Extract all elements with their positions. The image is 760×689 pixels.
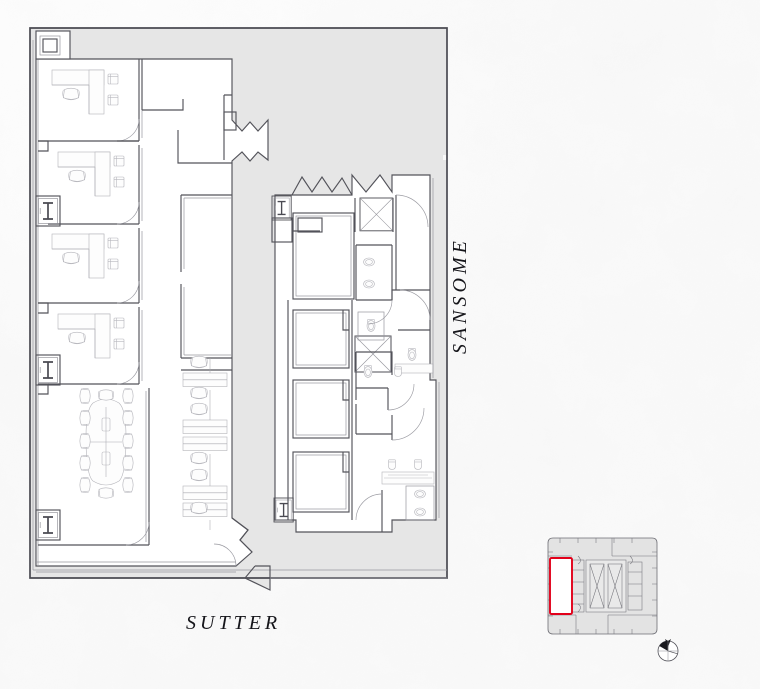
corner-shaft [35, 30, 71, 60]
private-office-3 [38, 228, 143, 304]
restroom-lower [355, 348, 435, 532]
elevator-bank [354, 197, 394, 373]
corridor-partitions [141, 59, 237, 371]
building-core [271, 173, 440, 533]
suite-entry [213, 517, 253, 567]
north-arrow-icon [657, 639, 679, 662]
street-label-sutter: SUTTER [186, 612, 282, 634]
street-label-sansome: SANSOME [449, 237, 471, 354]
key-plan-highlight [549, 557, 573, 615]
slab-notch-south [36, 565, 447, 591]
private-office-2 [38, 140, 143, 225]
key-plan [547, 537, 679, 662]
conference-room [38, 383, 150, 546]
core-shafts [287, 212, 355, 520]
core-vestibule [395, 194, 431, 331]
private-office-4 [38, 302, 143, 385]
open-workstations [182, 355, 228, 530]
